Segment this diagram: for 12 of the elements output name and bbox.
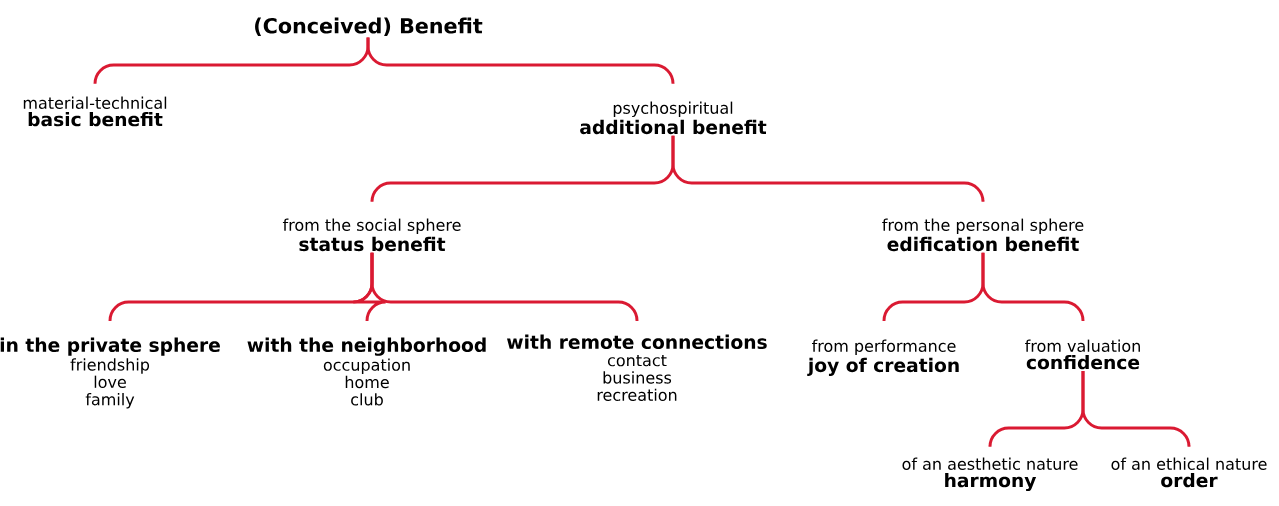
category-list: with remote connections contact business recreation bbox=[507, 334, 767, 401]
category-label: of an aesthetic nature harmony bbox=[902, 457, 1078, 492]
category-list: in the private sphere friendship love family bbox=[0, 337, 220, 409]
category-label: material-technical basic benefit bbox=[23, 96, 167, 127]
category-label: from the social sphere status benefit bbox=[282, 218, 461, 252]
heading: (Conceived) Benefit bbox=[255, 17, 483, 36]
category-label: psychospiritual additional benefit bbox=[580, 101, 767, 135]
category-label: of an ethical nature order bbox=[1111, 457, 1267, 488]
category-list: with the neighborhood occupation home club bbox=[247, 337, 486, 406]
category-label: from valuation confidence bbox=[1025, 339, 1140, 370]
category-label: from the personal sphere edification benefit bbox=[882, 218, 1084, 252]
category-label: from performance joy of creation bbox=[807, 339, 959, 376]
